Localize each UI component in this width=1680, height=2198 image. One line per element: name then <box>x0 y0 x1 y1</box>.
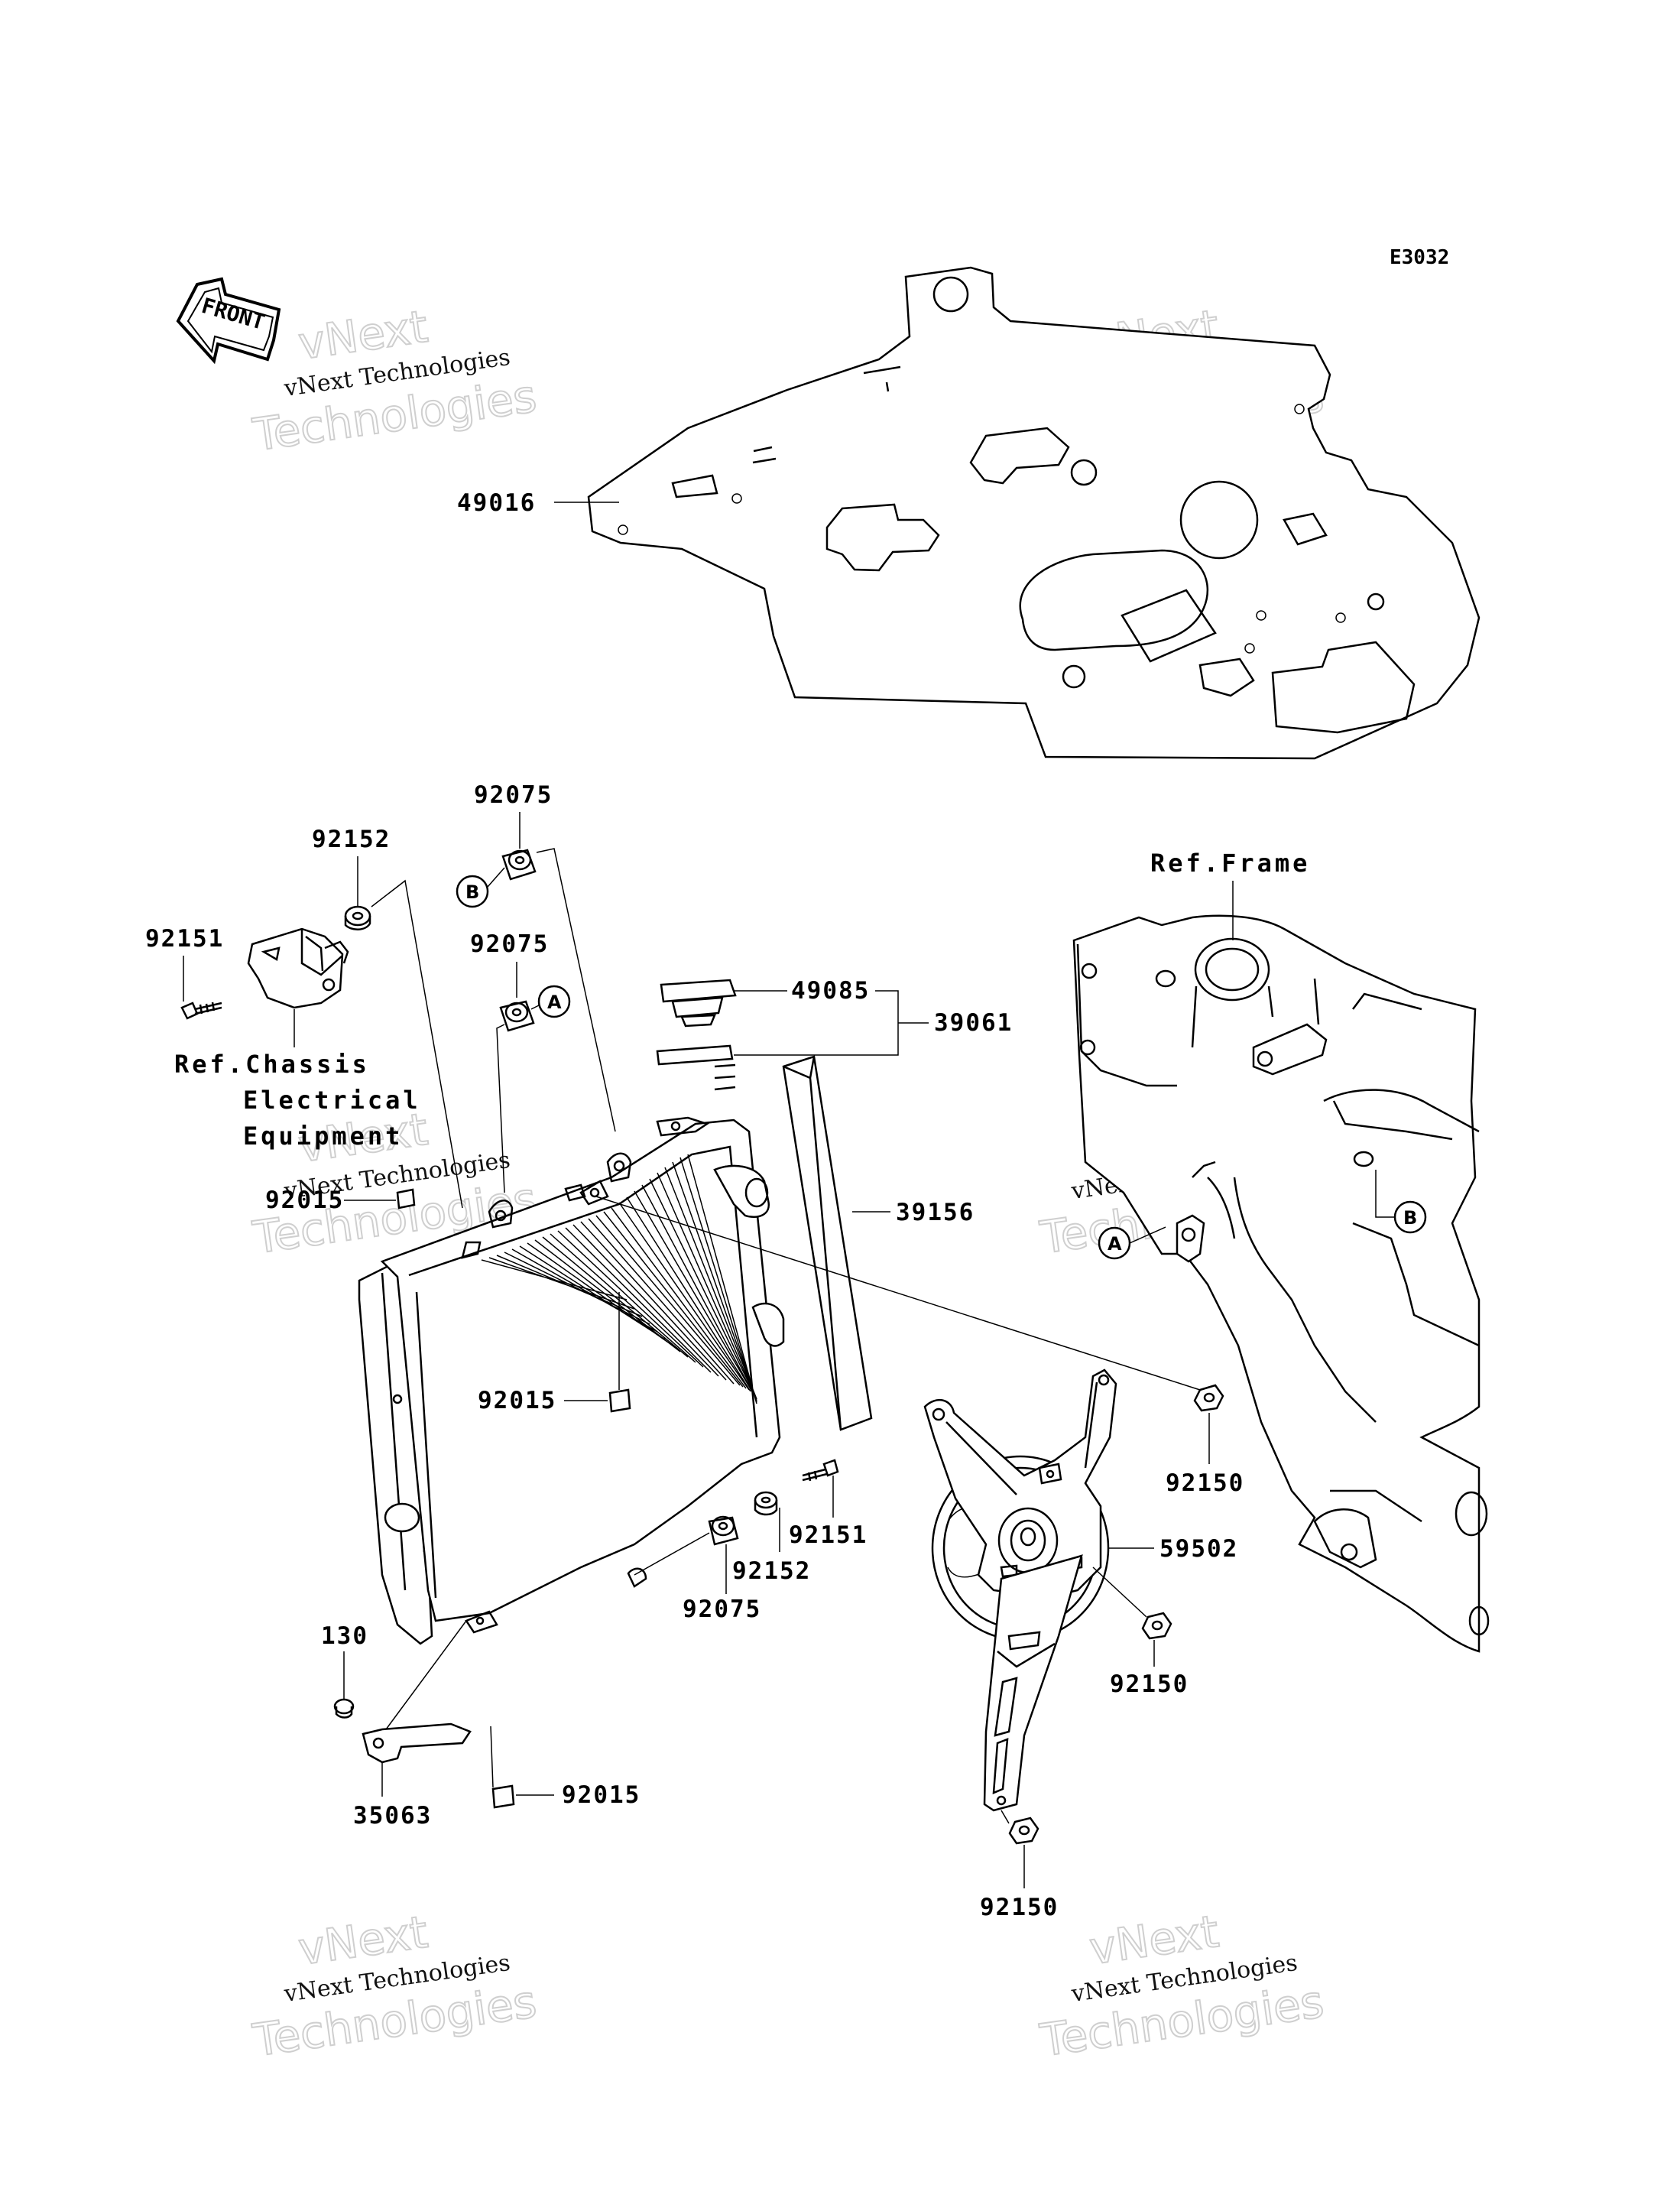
leader-grommet-mid-to-radiator <box>496 1024 505 1193</box>
under-cover-plate <box>587 266 1481 760</box>
part-number-92150-mid: 92150 <box>1110 1670 1189 1698</box>
bolt-92151-lower <box>802 1459 839 1482</box>
grommet-92075-lower <box>708 1515 739 1546</box>
part-number-92075-lower: 92075 <box>683 1596 761 1623</box>
grommet-92075-mid <box>499 1000 535 1032</box>
clip-92015-center <box>608 1388 631 1413</box>
radiator-assembly <box>358 1116 785 1645</box>
svg-text:B: B <box>1403 1207 1417 1229</box>
bracket-35063 <box>362 1722 472 1764</box>
part-number-92015-bottom: 92015 <box>562 1781 641 1809</box>
leader-92150-bottom <box>1001 1810 1025 1888</box>
ref-chassis-line1: Ref.Chassis <box>174 1050 370 1079</box>
part-number-92015-left: 92015 <box>265 1187 344 1214</box>
leader-39061 <box>734 990 929 1056</box>
leader-grommet-top-to-radiator <box>536 848 616 1132</box>
part-number-92015-center: 92015 <box>478 1387 556 1414</box>
grommet-92152-top <box>344 905 371 930</box>
leader-92015-bottom <box>490 1726 554 1796</box>
watermark-bottom-right: vNext Technologies vNext Technologies <box>1036 1904 1327 2067</box>
ref-frame-label: Ref.Frame <box>1150 849 1310 878</box>
fan-mount-stay <box>983 1554 1083 1812</box>
callout-b-grommet: B <box>456 867 505 908</box>
watermark-bottom-left: vNext Technologies vNext Technologies <box>248 1905 540 2067</box>
leader-92150-mid <box>1092 1567 1155 1667</box>
leader-grommet-lower-to-radiator <box>634 1532 710 1576</box>
frame-assembly <box>1072 914 1490 1653</box>
part-number-59502: 59502 <box>1159 1535 1238 1563</box>
part-number-49016: 49016 <box>457 489 536 517</box>
part-number-92075-top: 92075 <box>474 781 553 809</box>
part-number-92150-bottom: 92150 <box>980 1894 1059 1921</box>
svg-text:B: B <box>465 881 479 903</box>
part-number-92075-mid: 92075 <box>470 930 549 958</box>
diagram-code: E3032 <box>1390 246 1449 269</box>
callout-a-grommet: A <box>530 985 571 1018</box>
svg-text:A: A <box>1108 1233 1122 1255</box>
leader-radiator-to-fan <box>595 1196 1201 1391</box>
clip-92015-left <box>396 1188 416 1209</box>
part-number-35063: 35063 <box>353 1802 432 1830</box>
nut-92150-upper <box>1193 1384 1224 1412</box>
watermark-top-left: vNext Technologies vNext Technologies <box>248 300 540 462</box>
radiator-cap-49085 <box>660 979 737 1028</box>
radiator-shroud-39156 <box>782 1055 873 1431</box>
part-number-92150-upper: 92150 <box>1166 1469 1244 1497</box>
grommet-92152-lower <box>754 1491 778 1516</box>
part-number-92151-lower: 92151 <box>789 1521 868 1549</box>
part-number-130: 130 <box>321 1622 368 1650</box>
leader-grommet-left-to-radiator <box>371 879 463 1209</box>
radiator-core-fins <box>481 1154 757 1404</box>
part-number-39061: 39061 <box>934 1009 1013 1037</box>
part-number-92151-left: 92151 <box>145 925 224 953</box>
clip-92015-bottom <box>491 1784 515 1809</box>
front-arrow-icon: FRONT <box>176 277 281 365</box>
bolt-130 <box>333 1698 355 1719</box>
callout-a-frame: A <box>1098 1226 1166 1260</box>
part-number-92152-lower: 92152 <box>732 1557 811 1585</box>
bolt-92151-left <box>180 1002 222 1020</box>
sensor-unit <box>247 927 349 1009</box>
part-number-49085: 49085 <box>791 977 870 1005</box>
nut-92150-mid <box>1141 1612 1172 1640</box>
grommet-92075-top <box>501 849 537 881</box>
ref-chassis-line3: Equipment <box>243 1122 403 1151</box>
filler-neck <box>656 1044 736 1091</box>
leader-bracket-to-radiator <box>385 1611 490 1730</box>
ref-chassis-line2: Electrical <box>243 1086 421 1115</box>
svg-text:A: A <box>547 992 562 1013</box>
part-number-92152-top: 92152 <box>312 826 391 853</box>
part-number-39156: 39156 <box>896 1199 975 1226</box>
leader-92015-center <box>564 1292 620 1401</box>
nut-92150-bottom <box>1008 1817 1039 1845</box>
callout-b-frame: B <box>1375 1170 1427 1234</box>
